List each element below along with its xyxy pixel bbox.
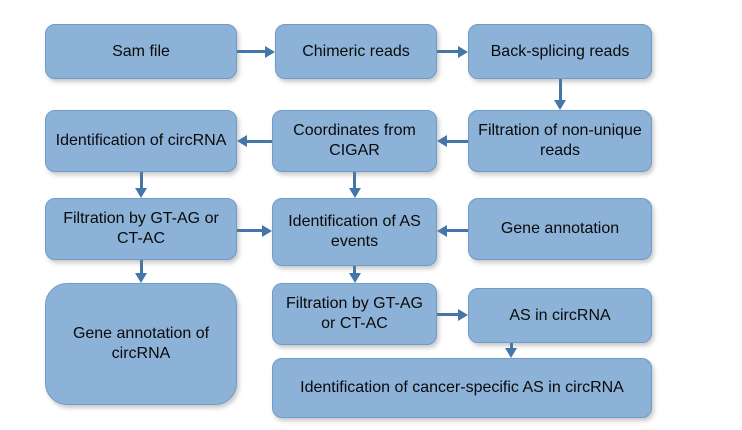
node-label: AS in circRNA xyxy=(509,306,611,324)
node-label: Identification of cancer-specific AS in … xyxy=(300,379,624,396)
arrow-annotation-to-as xyxy=(437,223,468,239)
node-label: Identification of AS events xyxy=(288,213,421,250)
node-coordinates-cigar[interactable]: Coordinates from CIGAR xyxy=(272,110,437,172)
arrow-as-circrna-to-cancer xyxy=(503,343,519,358)
arrow-identification-to-gtag1 xyxy=(133,172,149,198)
node-gene-annotation-circrna[interactable]: Gene annotation of circRNA xyxy=(45,283,237,405)
node-as-in-circrna[interactable]: AS in circRNA xyxy=(468,288,652,343)
arrow-sam-to-chimeric xyxy=(237,44,275,60)
node-back-splicing-reads[interactable]: Back-splicing reads xyxy=(468,24,652,79)
node-chimeric-reads[interactable]: Chimeric reads xyxy=(275,24,437,79)
node-label: Sam file xyxy=(112,42,170,60)
arrow-gtag2-to-as-circrna xyxy=(437,307,468,323)
node-filtration-gtag-1[interactable]: Filtration by GT-AG or CT-AC xyxy=(45,198,237,260)
node-gene-annotation[interactable]: Gene annotation xyxy=(468,198,652,260)
arrow-as-to-gtag2 xyxy=(347,266,363,283)
arrow-coordinates-to-identification xyxy=(237,133,272,149)
node-label: Identification of circRNA xyxy=(55,132,227,149)
arrow-coordinates-to-as xyxy=(347,172,363,198)
node-label: Filtration by GT-AG or CT-AC xyxy=(63,210,219,247)
arrow-gtag1-to-annotation-circrna xyxy=(133,260,149,283)
node-label: Gene annotation of circRNA xyxy=(72,325,210,362)
arrow-chimeric-to-backsplicing xyxy=(437,44,468,60)
node-label: Chimeric reads xyxy=(302,42,410,60)
node-filtration-non-unique[interactable]: Filtration of non-unique reads xyxy=(468,110,652,172)
node-label: Filtration of non-unique reads xyxy=(478,122,642,159)
node-sam-file[interactable]: Sam file xyxy=(45,24,237,79)
arrow-backsplicing-to-filtration xyxy=(552,79,568,110)
node-cancer-specific-as[interactable]: Identification of cancer-specific AS in … xyxy=(272,358,652,418)
node-label: Coordinates from CIGAR xyxy=(293,122,416,159)
arrow-filtration-to-coordinates xyxy=(437,133,468,149)
node-label: Back-splicing reads xyxy=(490,42,630,60)
node-label: Filtration by GT-AG or CT-AC xyxy=(286,295,423,332)
node-label: Gene annotation xyxy=(500,220,620,237)
arrow-gtag1-to-as xyxy=(237,223,272,239)
node-filtration-gtag-2[interactable]: Filtration by GT-AG or CT-AC xyxy=(272,283,437,345)
node-identification-as[interactable]: Identification of AS events xyxy=(272,198,437,266)
node-identification-circrna[interactable]: Identification of circRNA xyxy=(45,110,237,172)
